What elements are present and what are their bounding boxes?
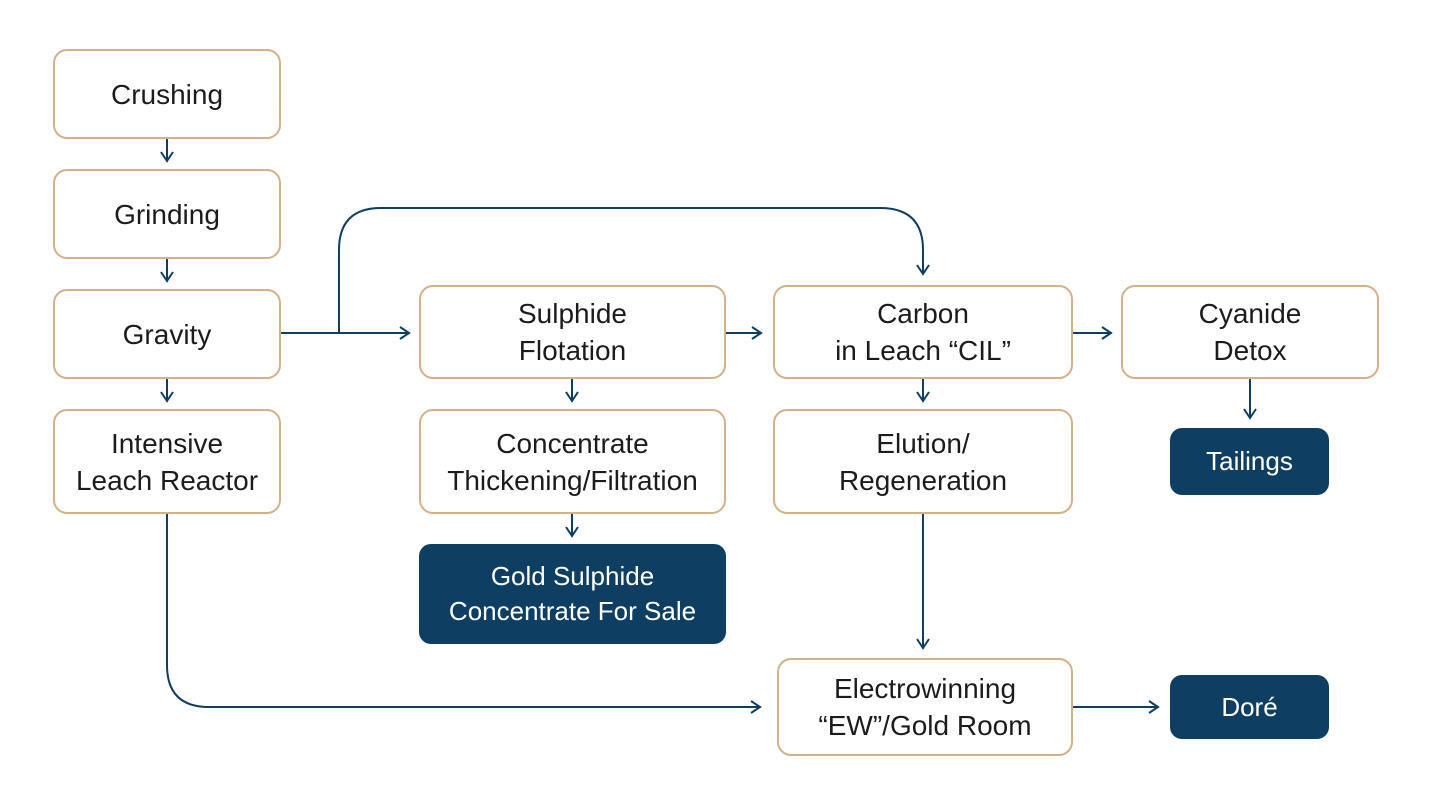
arrow-gravity-bypass-to-cil bbox=[338, 207, 930, 334]
elution-regeneration-node: Elution/ Regeneration bbox=[773, 409, 1073, 514]
crushing-node: Crushing bbox=[53, 49, 281, 139]
sulphide-flotation-node: Sulphide Flotation bbox=[419, 285, 726, 379]
electrowinning-node: Electrowinning “EW”/Gold Room bbox=[777, 658, 1073, 756]
carbon-in-leach-node: Carbon in Leach “CIL” bbox=[773, 285, 1073, 379]
arrow-intensive-leach-to-electrowinning bbox=[166, 513, 762, 714]
dore-node: Doré bbox=[1170, 675, 1329, 739]
tailings-node: Tailings bbox=[1170, 428, 1329, 495]
grinding-node: Grinding bbox=[53, 169, 281, 259]
gravity-node: Gravity bbox=[53, 289, 281, 379]
intensive-leach-reactor-node: Intensive Leach Reactor bbox=[53, 409, 281, 514]
cyanide-detox-node: Cyanide Detox bbox=[1121, 285, 1379, 379]
concentrate-thickening-node: Concentrate Thickening/Filtration bbox=[419, 409, 726, 514]
gold-sulphide-concentrate-node: Gold Sulphide Concentrate For Sale bbox=[419, 544, 726, 644]
